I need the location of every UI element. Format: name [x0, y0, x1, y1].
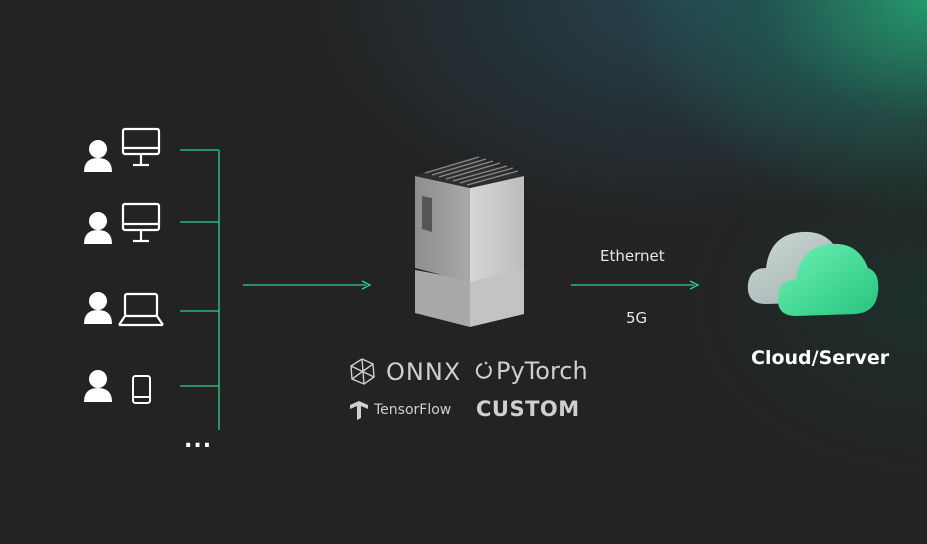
client-user-1 — [84, 140, 112, 172]
onnx-logo-icon — [350, 358, 375, 385]
more-clients-ellipsis: ... — [184, 428, 213, 453]
pytorch-logo-icon — [475, 361, 492, 379]
framework-tensorflow: TensorFlow — [374, 402, 452, 418]
cloud-icon — [747, 231, 879, 316]
client-user-4 — [84, 370, 112, 402]
link-label-5g: 5G — [626, 309, 648, 327]
arrow-to-cloud — [571, 280, 700, 290]
user-icon — [89, 370, 107, 388]
client-connector — [180, 149, 220, 430]
user-icon — [89, 212, 107, 230]
link-label-ethernet: Ethernet — [600, 247, 665, 265]
laptop-icon — [118, 292, 164, 327]
user-icon — [89, 140, 107, 158]
arrow-to-edge-device — [243, 280, 372, 290]
cloud-server-label: Cloud/Server — [751, 347, 890, 369]
framework-onnx: ONNX — [386, 358, 462, 386]
framework-custom: CUSTOM — [476, 397, 580, 421]
tensorflow-logo-icon — [350, 401, 368, 420]
desktop-monitor-icon — [121, 202, 161, 243]
edge-device — [415, 156, 524, 327]
desktop-monitor-icon — [121, 127, 161, 167]
smartphone-icon — [132, 375, 151, 404]
client-user-3 — [84, 292, 112, 324]
framework-pytorch: PyTorch — [496, 357, 588, 385]
client-user-2 — [84, 212, 112, 244]
user-icon — [89, 292, 107, 310]
